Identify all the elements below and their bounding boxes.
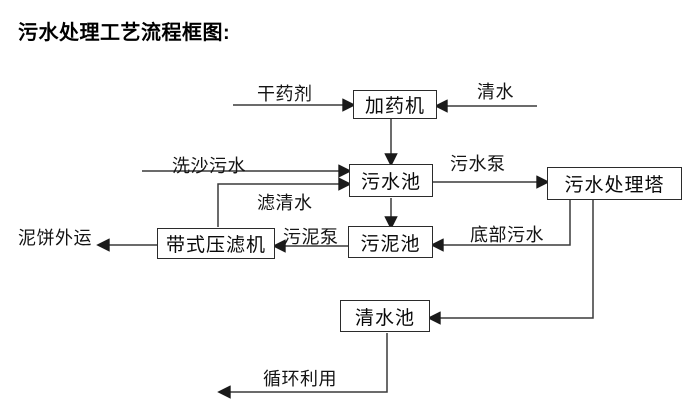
- flow-label-recycle: 循环利用: [263, 369, 337, 389]
- node-sludge-pool: 污泥池: [348, 226, 433, 258]
- node-treatment-tower: 污水处理塔: [547, 167, 682, 200]
- flow-label-filtered-water: 滤清水: [257, 193, 313, 213]
- edge-tower-to-clean-water-pool: [427, 200, 594, 325]
- flow-label-dry-chemical: 干药剂: [257, 84, 313, 104]
- flow-label-bottom-sewage: 底部污水: [470, 225, 544, 245]
- diagram-title: 污水处理工艺流程框图:: [18, 22, 231, 44]
- node-sewage-pool: 污水池: [349, 164, 433, 197]
- node-belt-filter-press: 带式压滤机: [157, 228, 275, 259]
- edge-clean-water-pool-to-recycle: [217, 333, 388, 399]
- flow-label-sewage-pump: 污水泵: [450, 154, 506, 174]
- flow-label-sand-washing-sewage: 洗沙污水: [172, 156, 246, 176]
- edge-bottom-sewage-to-sludge-pool: [430, 200, 571, 252]
- flow-label-sludge-pump: 污泥泵: [283, 227, 339, 247]
- edge-filtered-water-to-sewage-pool: [217, 177, 352, 227]
- node-dosing-machine: 加药机: [353, 90, 437, 119]
- node-clean-water-pool: 清水池: [340, 300, 430, 332]
- flow-label-mud-cake-out: 泥饼外运: [18, 228, 92, 248]
- flow-label-clean-water: 清水: [477, 82, 514, 102]
